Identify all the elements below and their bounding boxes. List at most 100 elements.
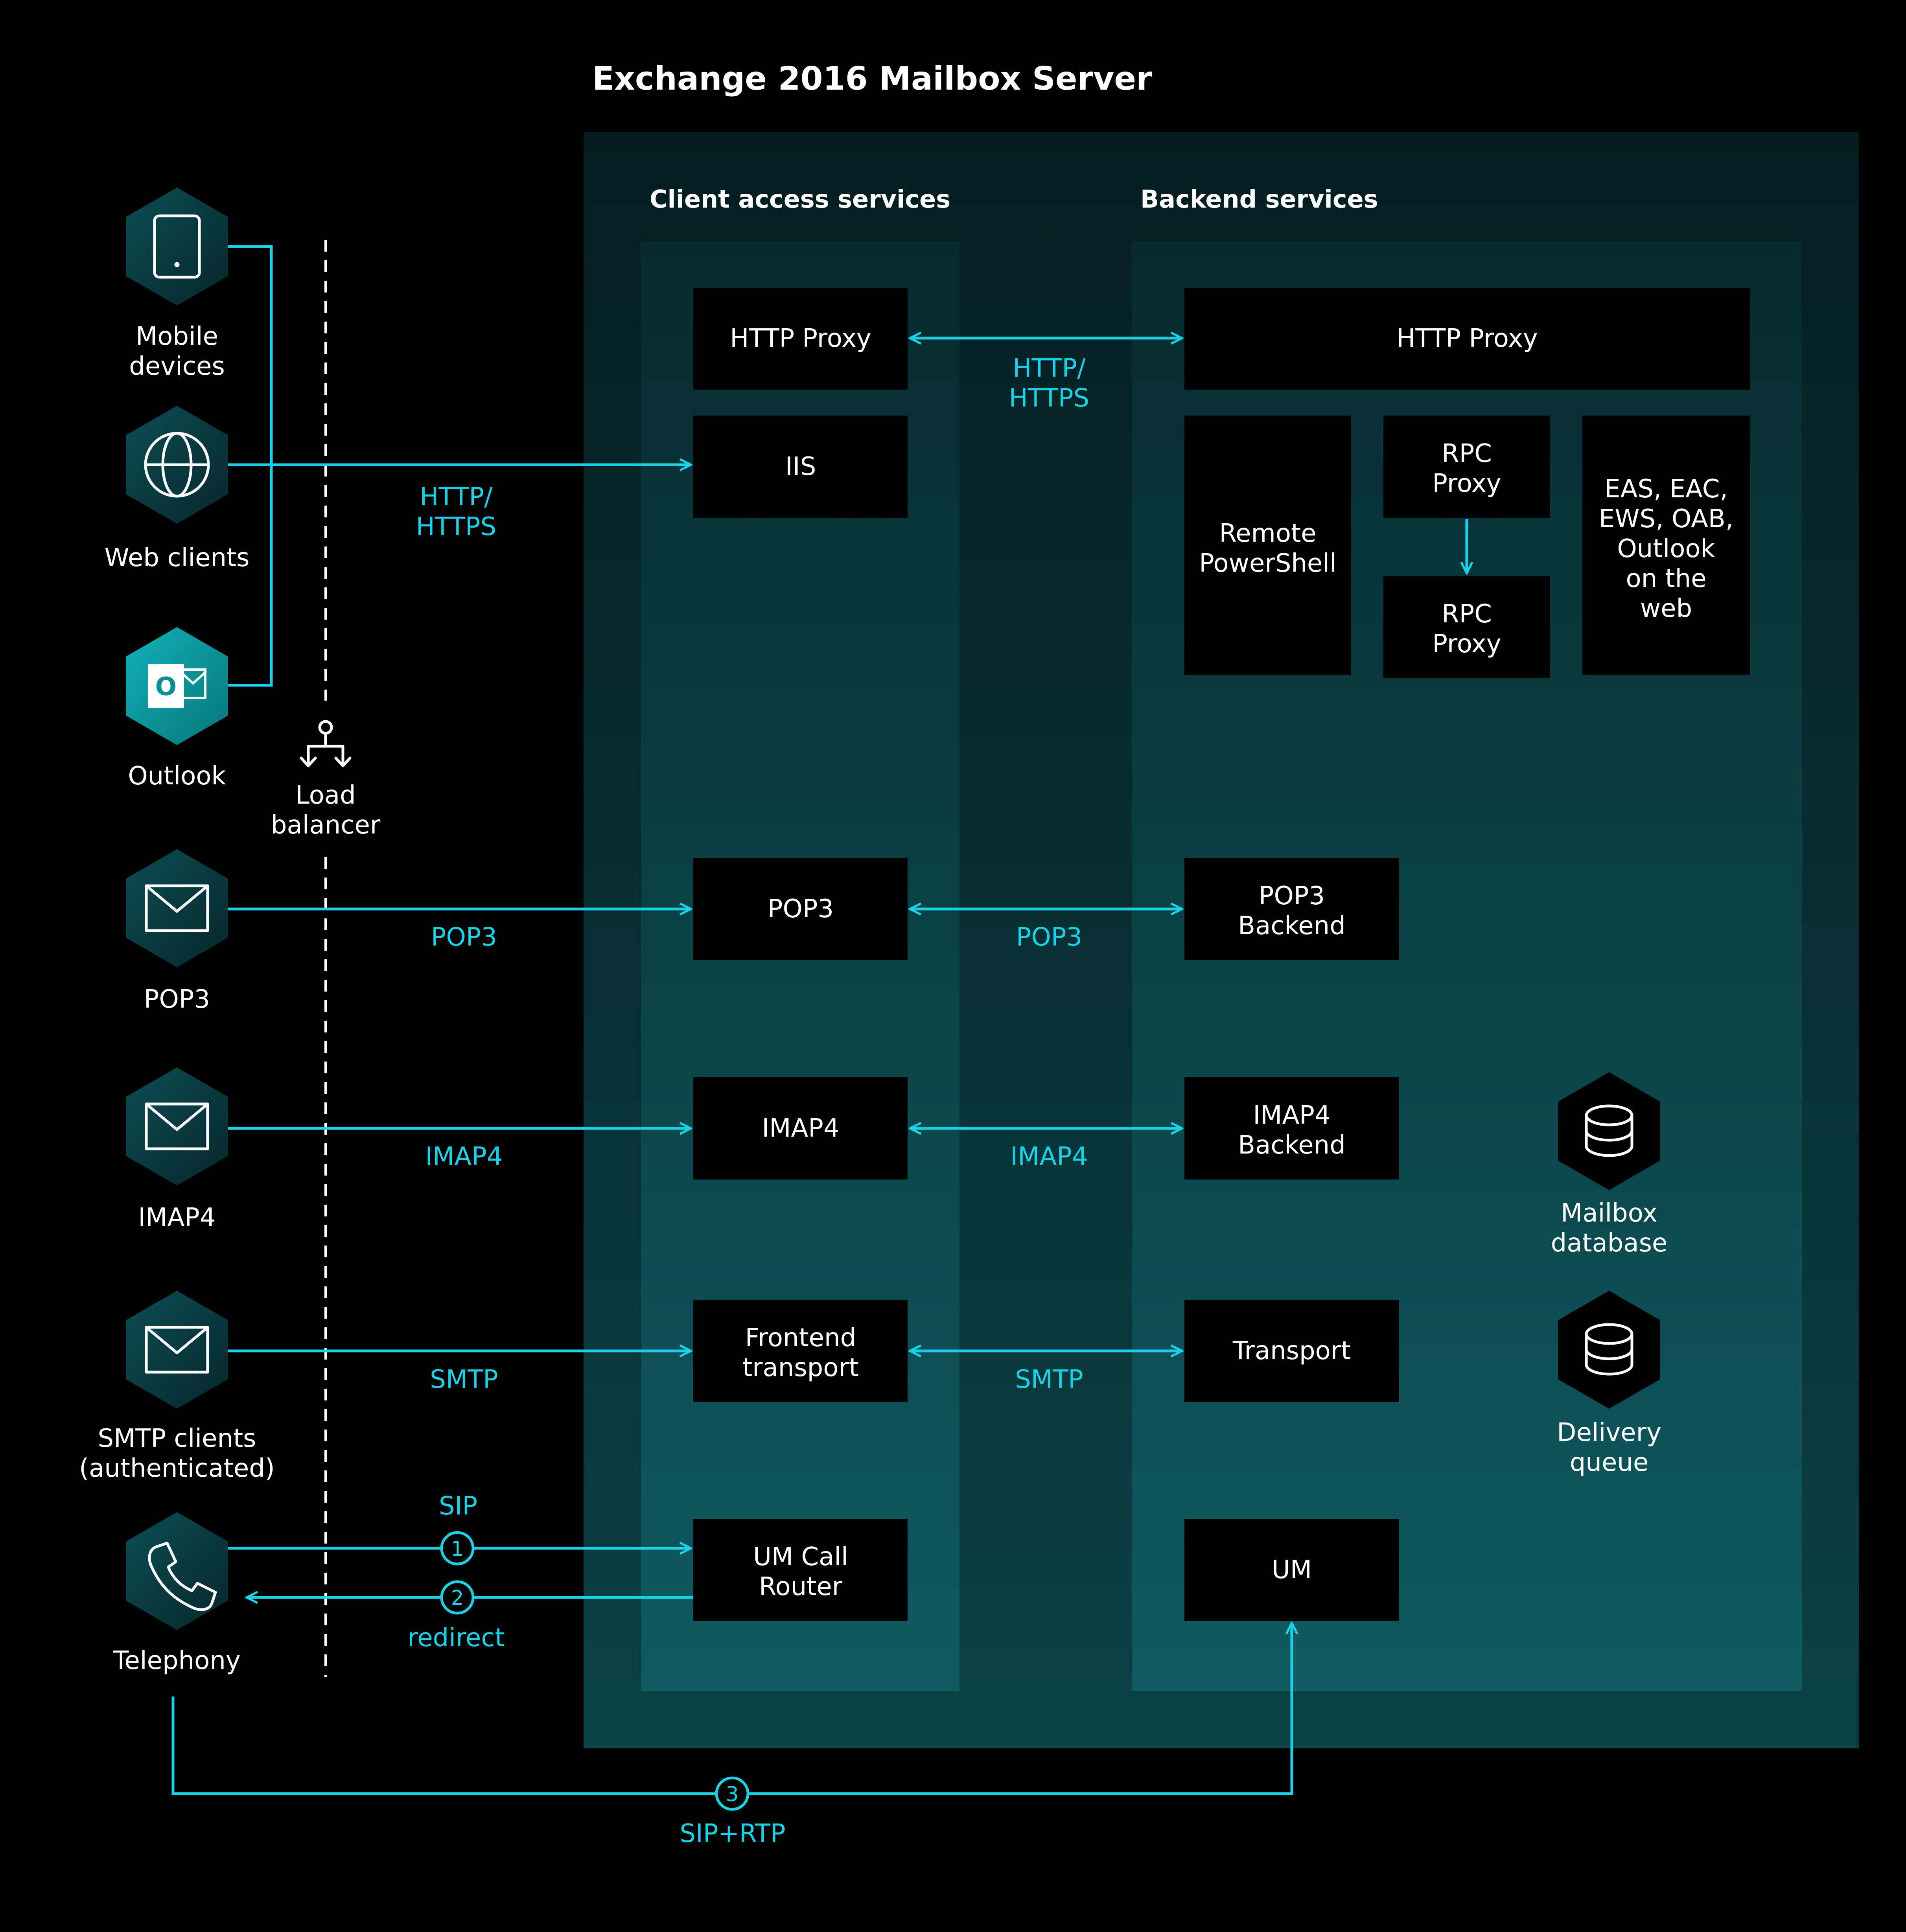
svg-text:Backend: Backend [1238, 911, 1346, 940]
http-label-mid-2: HTTPS [1009, 384, 1089, 413]
svg-text:EWS, OAB,: EWS, OAB, [1599, 504, 1733, 534]
transport-box: Transport [1184, 1300, 1399, 1402]
svg-text:RPC: RPC [1442, 600, 1492, 629]
svg-text:UM Call: UM Call [753, 1542, 848, 1571]
envelope-icon [145, 1326, 209, 1374]
remote-powershell-box: Remote PowerShell [1184, 416, 1351, 675]
pop3-label-left: POP3 [431, 923, 497, 952]
svg-text:3: 3 [726, 1783, 738, 1806]
svg-text:Backend: Backend [1238, 1131, 1346, 1160]
backend-heading: Backend services [1140, 185, 1378, 213]
eas-eac-ews-box: EAS, EAC, EWS, OAB, Outlook on the web [1582, 416, 1750, 675]
svg-text:Router: Router [759, 1572, 843, 1601]
svg-text:Web clients: Web clients [105, 543, 250, 572]
client-http-proxy-box: HTTP Proxy [693, 288, 908, 390]
handset-icon [148, 1542, 217, 1611]
delivery-queue: Delivery queue [1557, 1291, 1661, 1477]
pop3-backend-box: POP3 Backend [1184, 858, 1399, 960]
svg-text:web: web [1640, 594, 1692, 623]
svg-text:on the: on the [1626, 564, 1706, 593]
client-outlook: O Outlook [126, 627, 228, 791]
svg-text:SMTP clients: SMTP clients [98, 1424, 256, 1453]
database-icon [1585, 1323, 1633, 1376]
imap4-label-mid: IMAP4 [1010, 1142, 1088, 1171]
um-call-router-box: UM Call Router [693, 1519, 908, 1621]
svg-text:Proxy: Proxy [1432, 469, 1501, 498]
svg-text:Telephony: Telephony [113, 1646, 241, 1675]
svg-text:O: O [155, 672, 177, 701]
globe-icon [144, 432, 210, 498]
svg-text:Delivery: Delivery [1557, 1418, 1661, 1447]
rpc-proxy-bottom-box: RPC Proxy [1383, 576, 1550, 678]
load-balancer: Load balancer [271, 720, 381, 840]
svg-text:Outlook: Outlook [128, 762, 226, 791]
svg-text:POP3: POP3 [768, 894, 834, 924]
svg-text:2: 2 [451, 1586, 464, 1610]
step-1-badge: 1 [440, 1531, 475, 1566]
svg-text:IIS: IIS [785, 452, 816, 481]
sip-rtp-label: SIP+RTP [680, 1819, 785, 1848]
database-icon [1585, 1104, 1633, 1157]
diagram-title: Exchange 2016 Mailbox Server [592, 60, 1152, 98]
step-2-badge: 2 [440, 1580, 475, 1615]
svg-text:IMAP4: IMAP4 [138, 1203, 215, 1232]
client-imap4: IMAP4 [126, 1067, 228, 1232]
svg-text:HTTP Proxy: HTTP Proxy [730, 324, 871, 353]
client-mobile-devices: Mobile devices [126, 188, 228, 381]
backend-http-proxy-box: HTTP Proxy [1184, 288, 1750, 390]
svg-text:devices: devices [129, 352, 225, 381]
http-label-left: HTTP/ [420, 482, 493, 512]
pop3-box: POP3 [693, 858, 908, 960]
svg-text:IMAP4: IMAP4 [762, 1114, 839, 1143]
svg-text:HTTP Proxy: HTTP Proxy [1396, 324, 1538, 353]
svg-text:1: 1 [451, 1537, 464, 1561]
smtp-label-left: SMTP [430, 1365, 498, 1394]
svg-text:PowerShell: PowerShell [1199, 549, 1337, 578]
svg-text:Load: Load [295, 781, 356, 810]
svg-text:Mailbox: Mailbox [1561, 1199, 1657, 1228]
imap4-label-left: IMAP4 [425, 1142, 503, 1171]
svg-text:database: database [1551, 1229, 1668, 1258]
svg-text:POP3: POP3 [1259, 881, 1325, 911]
imap4-box: IMAP4 [693, 1077, 908, 1179]
svg-text:transport: transport [742, 1353, 859, 1382]
rpc-proxy-top-box: RPC Proxy [1383, 416, 1550, 518]
client-web: Web clients [105, 406, 250, 572]
client-access-heading: Client access services [650, 185, 950, 213]
svg-text:Mobile: Mobile [136, 322, 218, 351]
frontend-transport-box: Frontend transport [693, 1300, 908, 1402]
svg-text:POP3: POP3 [144, 985, 210, 1014]
pop3-label-mid: POP3 [1016, 923, 1082, 952]
svg-text:Proxy: Proxy [1432, 629, 1501, 659]
redirect-label: redirect [407, 1623, 505, 1652]
svg-text:Remote: Remote [1219, 519, 1317, 548]
http-label-left-2: HTTPS [416, 512, 496, 541]
client-smtp: SMTP clients (authenticated) [79, 1291, 275, 1483]
load-balancer-icon [300, 720, 352, 767]
svg-text:UM: UM [1272, 1555, 1312, 1584]
svg-text:Outlook: Outlook [1617, 534, 1715, 563]
envelope-icon [145, 1102, 209, 1150]
svg-text:Transport: Transport [1232, 1336, 1351, 1365]
svg-text:balancer: balancer [271, 811, 381, 840]
svg-text:RPC: RPC [1442, 439, 1492, 468]
svg-text:IMAP4: IMAP4 [1253, 1101, 1330, 1130]
svg-text:EAS, EAC,: EAS, EAC, [1604, 475, 1728, 504]
outlook-icon: O [148, 664, 206, 708]
step-3-badge: 3 [715, 1776, 750, 1811]
envelope-icon [145, 884, 209, 932]
sip-label: SIP [439, 1492, 477, 1521]
http-label-mid: HTTP/ [1013, 354, 1086, 383]
client-telephony: Telephony [113, 1512, 241, 1675]
svg-text:(authenticated): (authenticated) [79, 1454, 275, 1483]
client-pop3: POP3 [126, 849, 228, 1014]
iis-box: IIS [693, 416, 908, 518]
svg-text:queue: queue [1570, 1448, 1649, 1477]
um-box: UM [1184, 1519, 1399, 1621]
phone-device-icon [153, 214, 201, 279]
mailbox-database: Mailbox database [1551, 1072, 1668, 1258]
smtp-label-mid: SMTP [1015, 1365, 1083, 1394]
svg-text:Frontend: Frontend [745, 1323, 856, 1352]
imap4-backend-box: IMAP4 Backend [1184, 1077, 1399, 1179]
